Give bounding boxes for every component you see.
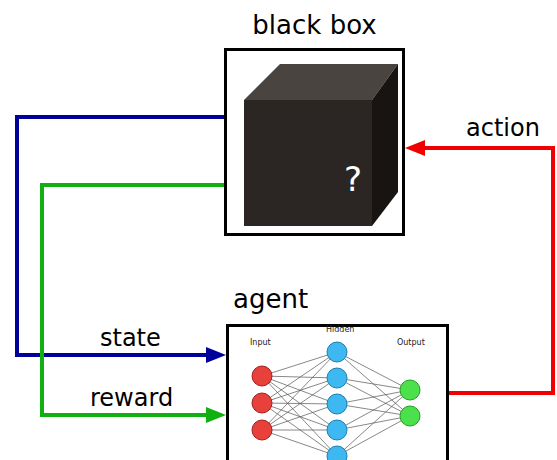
neuron	[252, 393, 272, 413]
net-link	[337, 390, 410, 456]
edge-label: state	[98, 324, 163, 352]
net-link	[337, 352, 410, 416]
net-link	[262, 430, 337, 431]
neuron	[327, 368, 347, 388]
question-mark: ?	[335, 159, 371, 199]
neuron	[327, 420, 347, 440]
net-link	[262, 376, 337, 404]
net-link	[262, 376, 337, 430]
neuron	[252, 420, 272, 440]
layer-label: Hidden	[326, 325, 354, 335]
net-link	[262, 376, 337, 456]
reward-arrow	[42, 185, 224, 415]
neuron	[327, 446, 347, 460]
net-link	[262, 430, 337, 456]
box-title: agent	[233, 283, 308, 315]
state-arrow	[17, 117, 224, 355]
action-arrow	[413, 148, 553, 393]
neuron	[252, 366, 272, 386]
edge-label: reward	[88, 384, 175, 412]
net-link	[262, 404, 337, 430]
net-link	[337, 416, 410, 456]
box-title: black box	[252, 9, 376, 41]
net-link	[262, 352, 337, 430]
neuron	[400, 380, 420, 400]
layer-label: Input	[250, 338, 271, 348]
neuron	[327, 394, 347, 414]
net-link	[262, 403, 337, 430]
neural-network	[252, 342, 420, 460]
black-box: black box?	[224, 48, 405, 236]
layer-label: Output	[397, 338, 425, 348]
net-link	[262, 403, 337, 456]
net-link	[262, 378, 337, 430]
net-link	[337, 352, 410, 390]
net-link	[337, 390, 410, 430]
neuron	[400, 406, 420, 426]
net-link	[262, 352, 337, 403]
edge-label: action	[464, 114, 542, 142]
black-cube	[244, 64, 398, 226]
neuron	[327, 342, 347, 362]
net-link	[337, 390, 410, 404]
